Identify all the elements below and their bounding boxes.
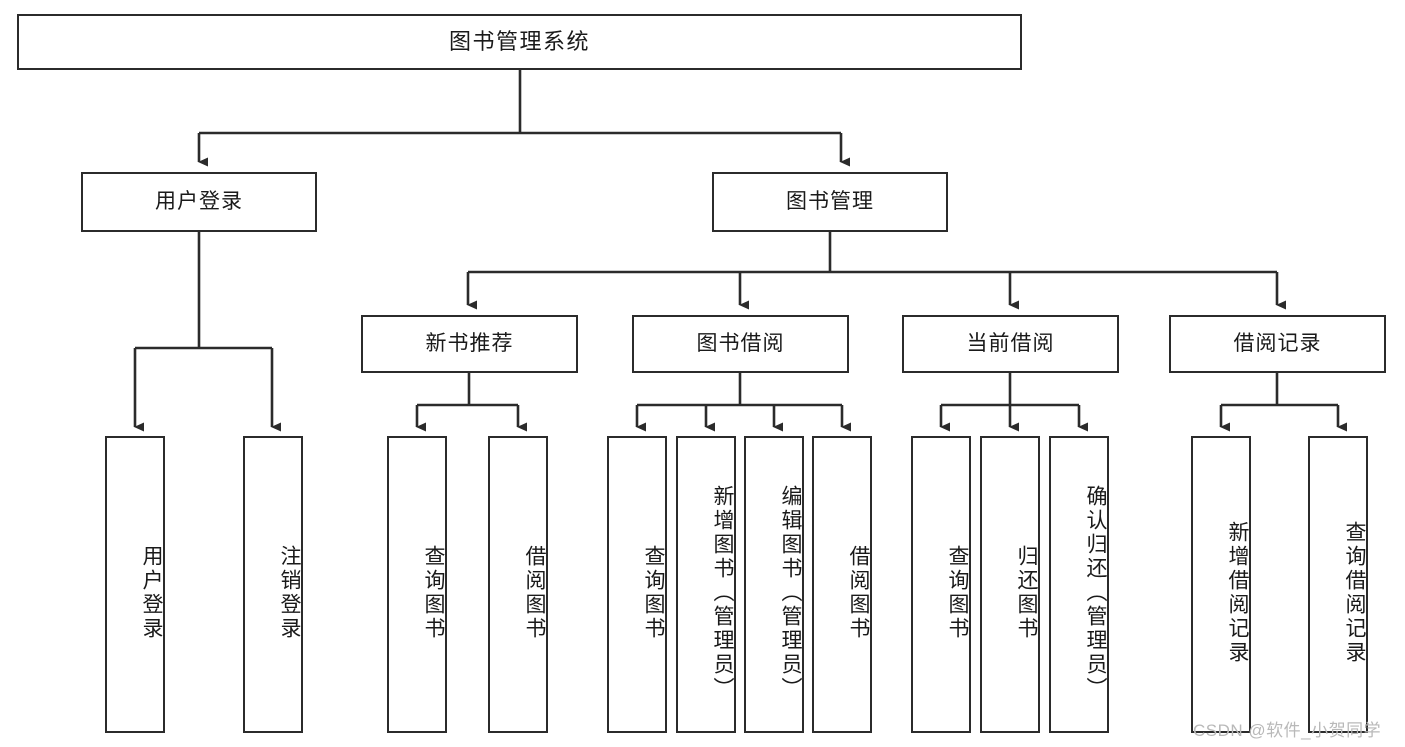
node-label: 查询图书 (422, 544, 445, 641)
node-label: 确认归还（管理员） (1084, 484, 1107, 701)
node-label: 借阅图书 (847, 544, 870, 641)
node-label: 借阅图书 (523, 544, 546, 641)
node-current-borrow[interactable]: 当前借阅 (902, 315, 1119, 373)
node-label: 注销登录 (278, 544, 301, 641)
node-user-login[interactable]: 用户登录 (81, 172, 317, 232)
node-leaf-rec-query-book[interactable]: 查询图书 (387, 436, 447, 733)
node-book-borrow[interactable]: 图书借阅 (632, 315, 849, 373)
node-leaf-borrow-add-book[interactable]: 新增图书（管理员） (676, 436, 736, 733)
node-leaf-record-add[interactable]: 新增借阅记录 (1191, 436, 1251, 733)
node-new-book-recommend[interactable]: 新书推荐 (361, 315, 578, 373)
node-leaf-rec-borrow-book[interactable]: 借阅图书 (488, 436, 548, 733)
node-label: 归还图书 (1015, 544, 1038, 641)
node-label: 新书推荐 (425, 331, 514, 355)
node-leaf-current-query-book[interactable]: 查询图书 (911, 436, 971, 733)
node-leaf-current-return-book[interactable]: 归还图书 (980, 436, 1040, 733)
node-leaf-borrow-borrow-book[interactable]: 借阅图书 (812, 436, 872, 733)
node-label: 借阅记录 (1233, 331, 1322, 355)
node-book-management[interactable]: 图书管理 (712, 172, 948, 232)
node-label: 查询借阅记录 (1343, 520, 1366, 665)
node-label: 图书管理系统 (448, 29, 590, 55)
node-root-system[interactable]: 图书管理系统 (17, 14, 1022, 70)
node-label: 新增借阅记录 (1226, 520, 1249, 665)
node-leaf-borrow-query-book[interactable]: 查询图书 (607, 436, 667, 733)
node-borrow-record[interactable]: 借阅记录 (1169, 315, 1386, 373)
node-leaf-current-confirm-return[interactable]: 确认归还（管理员） (1049, 436, 1109, 733)
node-leaf-user-logout[interactable]: 注销登录 (243, 436, 303, 733)
node-label: 图书借阅 (696, 331, 785, 355)
node-label: 查询图书 (642, 544, 665, 641)
node-leaf-borrow-edit-book[interactable]: 编辑图书（管理员） (744, 436, 804, 733)
node-leaf-record-query[interactable]: 查询借阅记录 (1308, 436, 1368, 733)
node-leaf-user-login[interactable]: 用户登录 (105, 436, 165, 733)
node-label: 当前借阅 (966, 331, 1055, 355)
node-label: 查询图书 (946, 544, 969, 641)
csdn-watermark: CSDN @软件_小贺同学 (1193, 721, 1382, 740)
node-label: 编辑图书（管理员） (779, 484, 802, 701)
node-label: 用户登录 (155, 189, 243, 213)
node-label: 新增图书（管理员） (711, 484, 734, 701)
node-label: 用户登录 (140, 544, 163, 641)
node-label: 图书管理 (786, 189, 874, 213)
